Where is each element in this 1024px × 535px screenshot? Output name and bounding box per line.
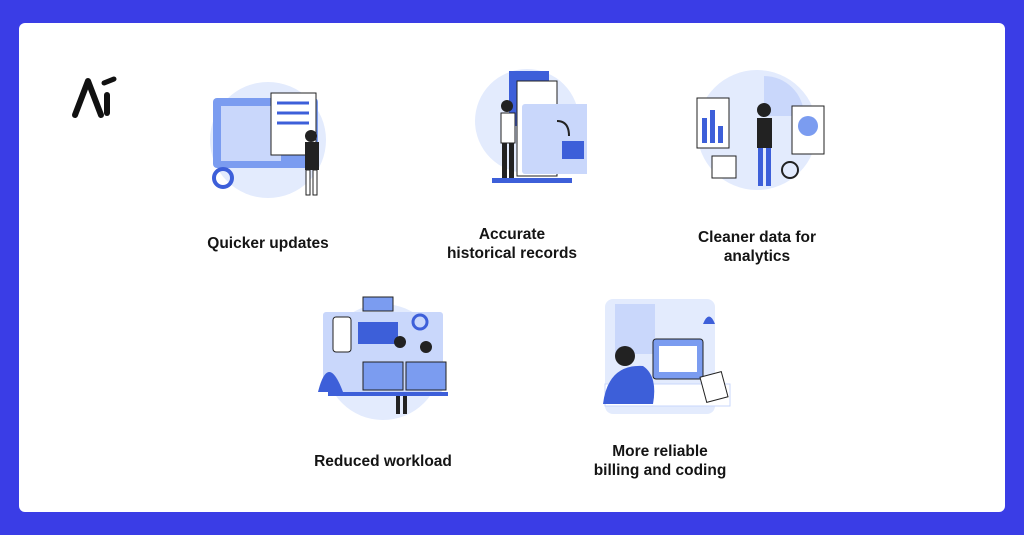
- benefit-label-line2: historical records: [446, 245, 578, 262]
- ai-logo: [72, 76, 117, 118]
- benefit-cleaner-data: Cleaner data for analytics: [637, 68, 877, 278]
- team-workstation-illustration: [318, 296, 448, 420]
- benefit-historical-records: Accurate historical records: [392, 66, 632, 276]
- billing-desk-illustration: [603, 299, 731, 414]
- records-archive-illustration: [475, 69, 587, 183]
- benefit-billing-coding: More reliable billing and coding: [540, 294, 780, 484]
- benefit-label: Reduced workload: [314, 453, 452, 470]
- benefit-label-line2: billing and coding: [593, 462, 727, 479]
- benefit-label-line2: analytics: [723, 248, 791, 265]
- benefit-reduced-workload: Reduced workload: [263, 292, 503, 482]
- benefit-label-line1: More reliable: [612, 443, 708, 460]
- benefit-label-line1: Accurate: [478, 226, 546, 243]
- dashboard-update-illustration: [210, 82, 326, 198]
- benefit-quicker-updates: Quicker updates: [148, 78, 388, 268]
- benefit-label-line1: Cleaner data for: [697, 229, 816, 246]
- analytics-illustration: [696, 70, 825, 190]
- benefit-label: Quicker updates: [207, 235, 329, 252]
